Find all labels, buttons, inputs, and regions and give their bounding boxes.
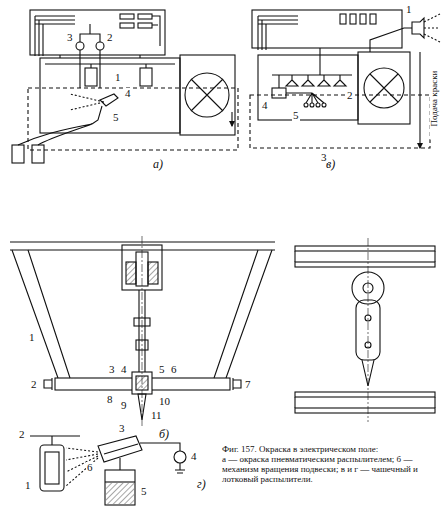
panel-label: б) [158,428,170,440]
callout-number: 10 [158,396,171,407]
callout-number: 2 [18,429,26,440]
callout-number: 3 [320,152,328,163]
callout-number: 7 [244,379,252,390]
figure-title: Фиг. 157. Окраска в электрическом поле: [222,444,440,454]
hanger-side-view [295,238,435,422]
callout-number: 3 [118,423,126,434]
callout-number: 1 [28,332,36,343]
callout-number: 5 [158,364,166,375]
callout-number: 5 [112,112,120,123]
callout-number: 5 [292,110,300,121]
callout-number: 1 [114,72,122,83]
callout-number: 4 [190,451,198,462]
callout-number: 1 [24,480,32,491]
callout-number: 6 [86,462,94,473]
feed-note: Подача краски [430,58,439,140]
panel-label: г) [196,478,207,490]
callout-number: 2 [106,32,114,43]
pneumatic-spray-booth [12,10,238,163]
callout-number: 2 [346,90,354,101]
hanger-rotation-mechanism [10,236,275,428]
panel-label: а) [152,158,164,170]
callout-number: 1 [405,4,413,15]
callout-number: 3 [108,364,116,375]
callout-number: 5 [140,486,148,497]
callout-number: 3 [66,32,74,43]
cup-atomizer-booth [250,10,440,148]
callout-number: 11 [150,410,163,421]
figure-caption: а — окраска пневматическим распылителем;… [222,454,440,484]
callout-number: 2 [30,379,38,390]
callout-number: 9 [120,400,128,411]
callout-number: 4 [124,88,132,99]
callout-number: 6 [170,364,178,375]
callout-number: 8 [106,394,114,405]
callout-number: 4 [120,364,128,375]
trough-atomizer [30,436,186,505]
callout-number: 4 [261,100,269,111]
